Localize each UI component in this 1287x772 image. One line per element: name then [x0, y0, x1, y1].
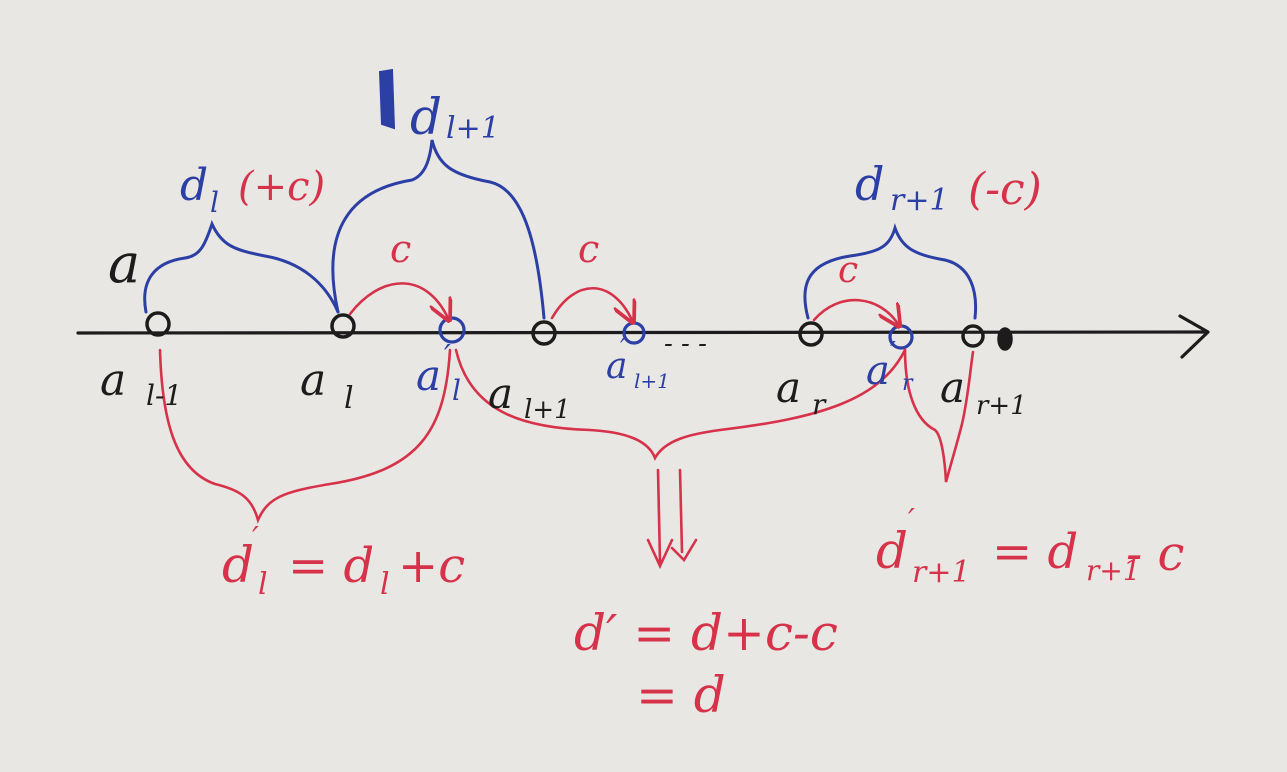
label-a-r-plus-1: a: [940, 363, 965, 412]
black-points: [145, 311, 1013, 351]
label-d-l-plus-1-sub: l+1: [446, 111, 500, 146]
label-d-l-plus-1: d: [410, 88, 442, 146]
label-d-l-sub: l: [210, 186, 219, 219]
black-labels: a l-1 a l a l+1 a r a r+1 a: [100, 232, 1027, 425]
label-shift-c-1: c: [390, 227, 411, 271]
ellipsis: - - -: [664, 329, 707, 359]
brace-d-middle: [454, 348, 907, 462]
blue-difference-labels: d l d l+1 d r+1: [180, 88, 949, 219]
axis-arrowhead: [1178, 314, 1210, 359]
label-d-r-plus-1: d: [855, 157, 884, 211]
eq-right-lhs: d: [876, 522, 908, 580]
brace-d-l: [143, 219, 340, 314]
brace-d-r-plus-1: [803, 222, 978, 320]
label-stray-a: a: [108, 232, 140, 295]
label-a-l-plus-1-sub: l+1: [524, 395, 571, 425]
label-a-l-plus-1-prime: a: [606, 346, 627, 387]
eq-right-sub: r+1: [912, 555, 971, 590]
point-a-l-plus-1: [531, 320, 557, 346]
red-braces: [158, 348, 975, 570]
label-a-r-prime-sub: r: [902, 371, 914, 396]
ink-blot: [378, 68, 396, 130]
label-a-r-prime: a: [866, 348, 890, 394]
label-a-l-sub: l: [344, 381, 354, 416]
point-a-r: [798, 321, 824, 347]
point-end-dot: [997, 327, 1013, 351]
label-a-l-plus-1: a: [488, 369, 513, 418]
shift-arrows: [348, 282, 898, 324]
blue-point-labels: a l ′ a l+1 ′ a r ′ - - -: [416, 329, 914, 407]
brace-d-l-prime: [158, 348, 452, 524]
blue-braces: [143, 68, 978, 320]
eq-left-rhs: = d: [288, 538, 374, 594]
label-a-l-plus-1-prime-mark: ′: [620, 334, 626, 362]
number-line: [76, 314, 1210, 359]
eq-right-rhs-sub: r+1: [1086, 554, 1141, 587]
eq-left-lhs: d: [222, 536, 254, 594]
label-a-r-prime-mark: ′: [890, 337, 896, 367]
implies-arrow: [646, 468, 698, 570]
arrow-shift-a-l-plus-1: [550, 286, 632, 320]
brace-d-l-plus-1: [331, 139, 546, 320]
label-plus-c: (+c): [238, 164, 325, 210]
eq-mid-line2: = d: [636, 666, 726, 724]
label-a-l-prime-mark: ′: [444, 339, 451, 374]
red-labels: (+c) (-c) c c c d ′ l = d l +c d′ = d+c-…: [222, 164, 1184, 724]
point-a-r-plus-1: [961, 324, 985, 348]
label-d-r-plus-1-sub: r+1: [890, 183, 949, 218]
point-a-l-minus-1: [145, 311, 171, 337]
label-a-r-plus-1-sub: r+1: [976, 391, 1027, 421]
eq-left-sub: l: [258, 567, 268, 602]
eq-left-rhs-sub: l: [380, 567, 390, 602]
label-shift-c-3: c: [838, 250, 858, 291]
eq-left-tail: +c: [398, 538, 465, 594]
arrow-shift-a-r: [812, 298, 898, 324]
eq-left-prime: ′: [252, 521, 259, 556]
label-d-l: d: [180, 160, 208, 211]
label-a-r: a: [776, 363, 801, 412]
label-a-l-minus-1: a: [100, 355, 126, 406]
eq-right-prime: ′: [908, 503, 915, 538]
brace-d-r-plus-1-prime: [903, 348, 975, 483]
label-a-l-minus-1-sub: l-1: [146, 379, 182, 412]
eq-right-rhs: = d: [992, 524, 1078, 580]
label-a-l-prime-sub: l: [452, 374, 461, 407]
eq-mid-line1: d′ = d+c-c: [574, 604, 838, 662]
label-a-l-prime: a: [416, 351, 441, 400]
arrow-shift-a-l: [348, 282, 448, 318]
point-a-l: [330, 313, 356, 339]
label-a-l-plus-1-prime-sub: l+1: [634, 369, 670, 393]
label-shift-c-2: c: [578, 227, 599, 271]
label-a-r-sub: r: [812, 388, 827, 421]
label-minus-c: (-c): [968, 164, 1042, 215]
label-a-l: a: [300, 355, 326, 406]
eq-right-tail: - c: [1126, 526, 1184, 582]
